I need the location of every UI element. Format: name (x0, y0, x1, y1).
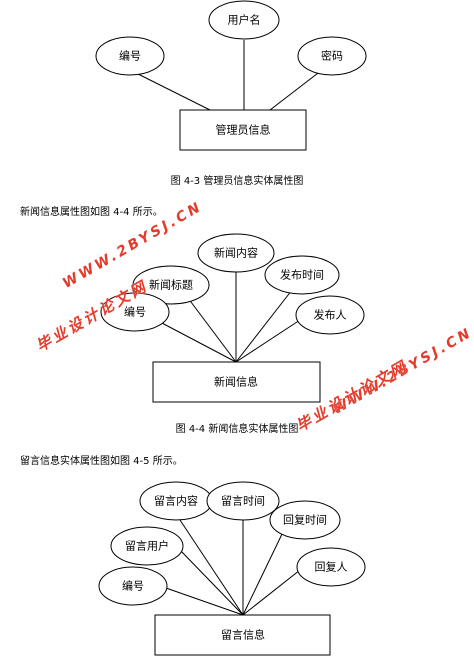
attribute-label: 回复时间 (283, 513, 327, 527)
intro-paragraph: 新闻信息属性图如图 4-4 所示。 (20, 207, 163, 218)
attribute-ellipse (132, 265, 210, 305)
attribute-ellipse (98, 566, 168, 606)
attribute-label: 新闻标题 (149, 278, 193, 292)
entity-box (154, 614, 331, 656)
figure-caption: 图 4-4 新闻信息实体属性图 (175, 424, 299, 435)
attribute-label: 新闻内容 (214, 246, 258, 260)
figure-caption: 图 4-3 管理员信息实体属性图 (170, 176, 304, 187)
entity-label: 新闻信息 (214, 375, 258, 389)
attribute-label: 编号 (119, 49, 141, 63)
intro-paragraph: 留言信息实体属性图如图 4-5 所示。 (20, 456, 183, 467)
attribute-ellipse (269, 500, 341, 540)
attribute-ellipse (264, 255, 340, 295)
attribute-label: 回复人 (315, 560, 348, 574)
attribute-label: 密码 (321, 49, 343, 63)
connector-line (235, 289, 293, 363)
attribute-label: 发布人 (314, 308, 347, 322)
attribute-ellipse (110, 526, 184, 566)
attribute-ellipse (206, 481, 280, 521)
connector-line (242, 531, 284, 616)
attribute-label: 编号 (122, 579, 144, 593)
entity-label: 管理员信息 (216, 123, 271, 137)
entity-label: 留言信息 (221, 628, 265, 642)
connector-line (165, 587, 244, 616)
attribute-label: 留言用户 (125, 539, 169, 553)
connector-line (177, 516, 244, 616)
entity-box (152, 361, 321, 403)
attribute-label: 编号 (124, 305, 146, 319)
connector-line (242, 569, 301, 616)
attribute-label: 用户名 (228, 13, 261, 27)
connector-line (159, 321, 237, 363)
attribute-ellipse (296, 547, 366, 587)
connector-line (235, 319, 301, 363)
connector-line (269, 69, 323, 111)
connector-line (181, 289, 237, 363)
connector-line (179, 549, 244, 616)
entity-box (179, 109, 307, 151)
attribute-ellipse (197, 233, 275, 273)
attribute-label: 发布时间 (280, 268, 324, 282)
attribute-label: 留言内容 (154, 494, 198, 508)
attribute-ellipse (100, 292, 170, 332)
attribute-label: 留言时间 (221, 495, 265, 508)
attribute-ellipse (95, 36, 165, 76)
connector-line (129, 69, 211, 111)
attribute-ellipse (295, 295, 365, 335)
attribute-ellipse (208, 0, 280, 40)
attribute-ellipse (297, 36, 367, 76)
